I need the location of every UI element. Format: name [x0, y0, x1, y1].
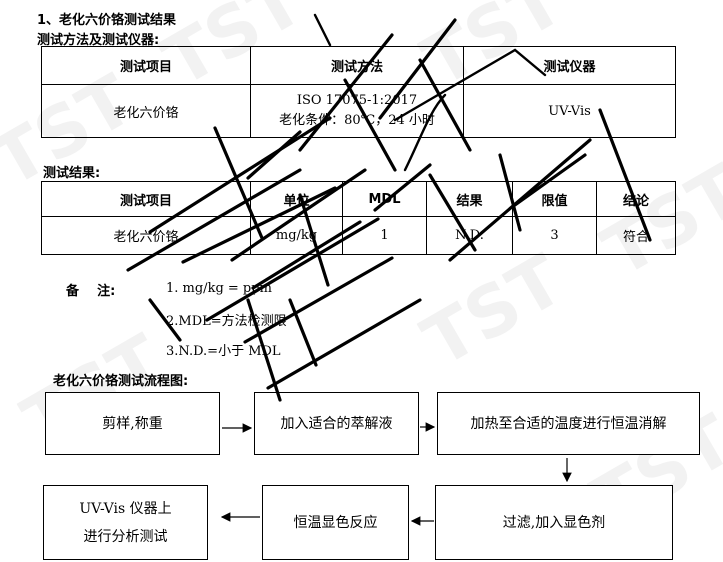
method-header-item: 测试项目 — [41, 46, 251, 85]
flow-step-cut-weigh: 剪样,称重 — [45, 392, 220, 455]
result-heading: 测试结果: — [43, 166, 101, 181]
flow-step-label: 恒温显色反应 — [293, 514, 378, 531]
method-heading: 测试方法及测试仪器: — [37, 33, 160, 48]
flow-step-add-extractant: 加入适合的萃解液 — [254, 392, 419, 455]
flow-step-uv-analysis: UV-Vis 仪器上 进行分析测试 — [43, 485, 208, 560]
notes-label: 备 注: — [66, 284, 116, 299]
flow-step-label: 加入适合的萃解液 — [280, 415, 393, 432]
section-title: 1、老化六价铬测试结果 — [37, 13, 177, 28]
flow-heading: 老化六价铬测试流程图: — [53, 374, 189, 389]
flow-step-label: 剪样,称重 — [102, 415, 163, 432]
flow-step-label-line2: 进行分析测试 — [83, 528, 168, 545]
flow-step-label: 加热至合适的温度进行恒温消解 — [470, 415, 667, 432]
flow-step-label: 过滤,加入显色剂 — [502, 514, 606, 531]
flow-step-heat-digest: 加热至合适的温度进行恒温消解 — [437, 392, 700, 455]
flow-step-color-reaction: 恒温显色反应 — [262, 485, 409, 560]
flow-step-filter-chromogen: 过滤,加入显色剂 — [435, 485, 673, 560]
flow-step-label-line1: UV-Vis 仪器上 — [79, 500, 172, 517]
